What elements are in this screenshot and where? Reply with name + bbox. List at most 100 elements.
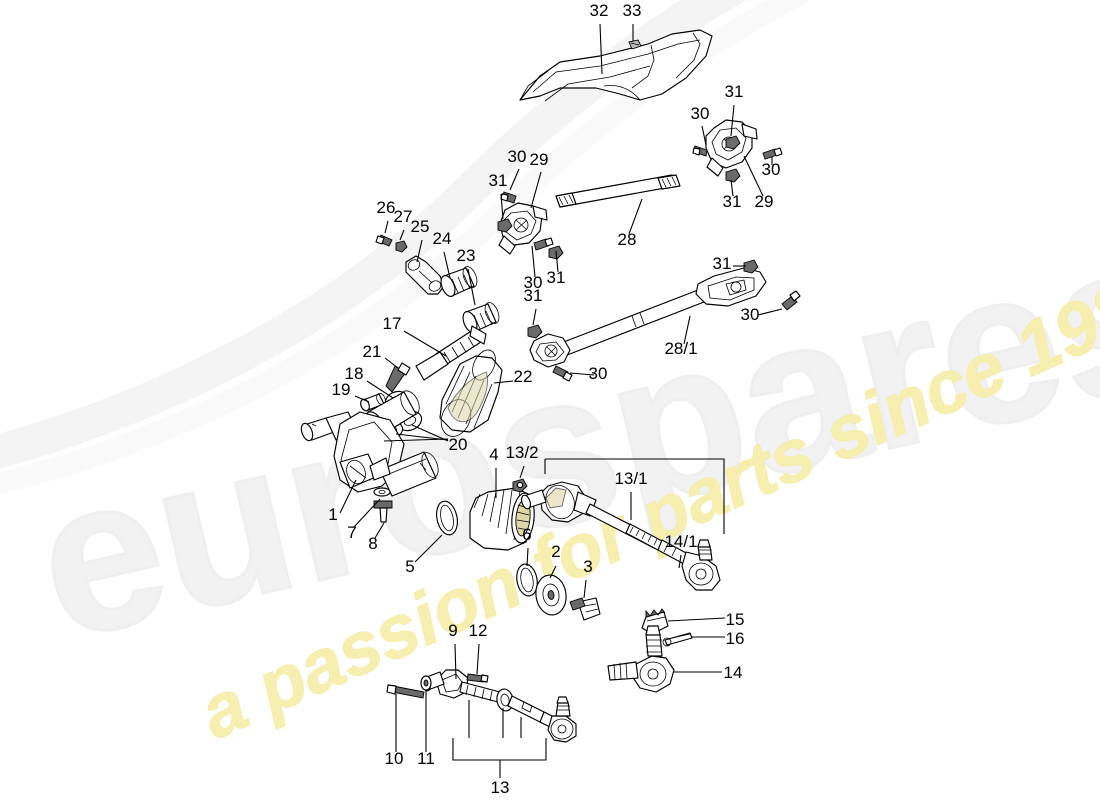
- part-12-bolt: [466, 673, 489, 683]
- callout-28-1: 28/1: [664, 339, 697, 358]
- leader-17: [403, 330, 447, 357]
- leader-2: [549, 565, 557, 579]
- part-3-clamp: [569, 597, 601, 621]
- callout-31b: 31: [547, 268, 566, 287]
- callout-13-2: 13/2: [505, 443, 538, 462]
- group-brackets: [452, 458, 725, 778]
- leader-31e: [730, 179, 734, 197]
- leader-31c: [532, 308, 537, 326]
- leader-13-2: [519, 465, 525, 479]
- callout-32: 32: [590, 1, 609, 20]
- callout-13-1: 13/1: [614, 469, 647, 488]
- callout-29b: 29: [755, 192, 774, 211]
- leader-lines: [339, 23, 783, 752]
- bracket-13-inner: [468, 700, 522, 738]
- callout-31c: 31: [524, 286, 543, 305]
- callout-25: 25: [411, 217, 430, 236]
- callout-21: 21: [363, 342, 382, 361]
- callout-22: 22: [514, 367, 533, 386]
- callout-31a: 31: [489, 171, 508, 190]
- part-17-pinion-shaft: [415, 325, 487, 381]
- leader-9: [454, 643, 457, 680]
- callout-30a: 30: [508, 147, 527, 166]
- callout-18: 18: [345, 364, 364, 383]
- callout-30b: 30: [524, 273, 543, 292]
- leader-28: [628, 198, 643, 235]
- part-33-clip: [628, 39, 642, 50]
- leader-18: [366, 380, 394, 399]
- callout-12: 12: [469, 621, 488, 640]
- callout-19: 19: [332, 380, 351, 399]
- callout-29a: 29: [530, 150, 549, 169]
- callout-30f: 30: [589, 364, 608, 383]
- bracket-13-1: [544, 458, 725, 534]
- part-29-universal-joint-left: [497, 191, 564, 339]
- leader-25: [416, 239, 423, 263]
- leader-15: [667, 617, 726, 622]
- leader-31d: [730, 104, 735, 137]
- callout-30e: 30: [741, 305, 760, 324]
- callout-16: 16: [726, 629, 745, 648]
- part-27-nut: [395, 240, 408, 253]
- part-2-disc: [535, 574, 567, 616]
- callout-8: 8: [368, 534, 377, 553]
- callout-7: 7: [347, 523, 356, 542]
- leader-30c: [701, 125, 707, 146]
- part-7-washer: [373, 487, 391, 497]
- part-1-steering-gear-housing: [300, 411, 439, 497]
- leader-21: [384, 357, 399, 369]
- part-24-bushing: [440, 266, 478, 298]
- callout-3: 3: [583, 557, 592, 576]
- part-26-bolt: [375, 234, 393, 247]
- callout-6: 6: [522, 525, 531, 544]
- part-22-bellows-large: [439, 349, 503, 437]
- part-25-link-arm: [405, 255, 445, 295]
- part-16-cotter-pin: [662, 632, 693, 647]
- callout-23: 23: [457, 246, 476, 265]
- part-5-o-ring: [436, 500, 458, 536]
- part-23-bushing: [462, 302, 500, 334]
- part-32-heat-shield: [519, 29, 713, 102]
- part-29-universal-joint-upper: [692, 119, 783, 183]
- callout-17: 17: [383, 314, 402, 333]
- part-21-bolt: [385, 362, 411, 393]
- leader-20a: [411, 424, 449, 442]
- callout-5: 5: [405, 557, 414, 576]
- leader-29a: [530, 171, 542, 209]
- callout-31e: 31: [723, 192, 742, 211]
- leader-29b: [743, 155, 764, 197]
- leader-31a: [500, 193, 504, 220]
- leader-20c: [383, 438, 449, 442]
- leader-26: [384, 220, 389, 234]
- part-13-2-nut: [512, 478, 528, 493]
- leader-23: [467, 268, 476, 306]
- leader-8: [374, 522, 385, 539]
- callout-14: 14: [724, 663, 743, 682]
- leader-31b: [555, 250, 559, 273]
- part-13-tie-rod-complete: [496, 688, 577, 743]
- leader-30a: [509, 168, 520, 191]
- callout-4: 4: [489, 445, 498, 464]
- callout-33: 33: [623, 1, 642, 20]
- callout-31f: 31: [713, 254, 732, 273]
- callout-13: 13: [491, 778, 510, 797]
- part-13-1-tie-rod-assembly: [521, 481, 721, 591]
- leader-14-1: [678, 554, 682, 569]
- leader-30e: [757, 308, 783, 316]
- part-28-1-intermediate-shaft: [529, 259, 801, 382]
- watermark-swoosh: [0, 0, 748, 469]
- part-6-retaining-ring: [516, 563, 538, 597]
- callout-30c: 30: [691, 104, 710, 123]
- callout-14-1: 14/1: [664, 532, 697, 551]
- callout-24: 24: [433, 229, 452, 248]
- watermark-swoosh-2: [0, 0, 930, 500]
- callout-9: 9: [448, 621, 457, 640]
- part-10-bolt: [386, 684, 425, 699]
- leader-24: [443, 251, 451, 279]
- part-28-steering-shaft: [555, 174, 681, 208]
- callout-27: 27: [394, 207, 413, 226]
- leader-22: [493, 380, 514, 384]
- callout-30d: 30: [762, 160, 781, 179]
- callout-numbers: 1 2 3 4 5 6 7 8 9 10 11 12 13 14 15 16 1…: [328, 1, 780, 797]
